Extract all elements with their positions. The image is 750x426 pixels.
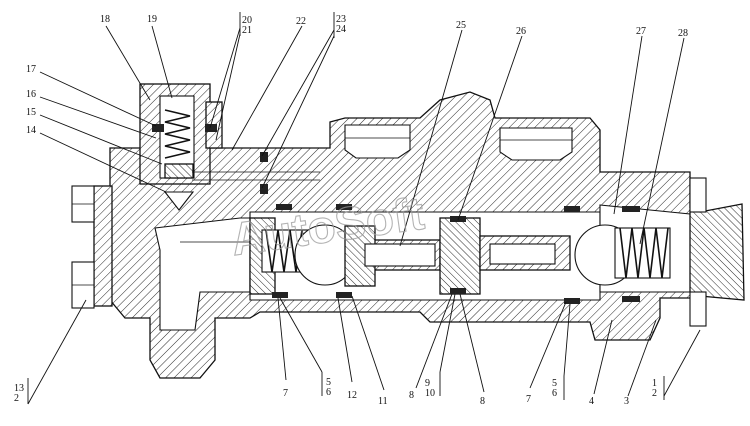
callout-labels: 18 19 20 21 22 23 24 25 26 27 28 17 16 1… xyxy=(14,14,688,407)
callout-label: 9 xyxy=(425,378,430,389)
leader-lines xyxy=(27,12,701,405)
callout-label: 13 xyxy=(14,383,24,394)
callout-label: 20 xyxy=(242,15,252,26)
callout-label: 28 xyxy=(678,28,688,39)
callout-label: 15 xyxy=(26,107,36,118)
callout-label: 7 xyxy=(526,394,531,405)
callout-label: 21 xyxy=(242,25,252,36)
callout-label: 26 xyxy=(516,26,526,37)
left-flange xyxy=(71,185,113,309)
callout-label: 7 xyxy=(283,388,288,399)
callout-label: 23 xyxy=(336,14,346,25)
top-valve-assembly xyxy=(139,83,320,211)
callout-label: 8 xyxy=(480,396,485,407)
callout-label: 12 xyxy=(347,390,357,401)
callout-label: 5 xyxy=(552,378,557,389)
callout-label: 18 xyxy=(100,14,110,25)
callout-label: 2 xyxy=(14,393,19,404)
callout-label: 25 xyxy=(456,20,466,31)
callout-label: 14 xyxy=(26,125,36,136)
left-piston-assembly xyxy=(249,217,441,295)
right-outlet-fitting xyxy=(689,177,745,327)
callout-label: 17 xyxy=(26,64,36,75)
callout-label: 6 xyxy=(326,387,331,398)
callout-label: 11 xyxy=(378,396,388,407)
callout-label: 22 xyxy=(296,16,306,27)
callout-label: 2 xyxy=(652,388,657,399)
callout-label: 10 xyxy=(425,388,435,399)
callout-label: 1 xyxy=(652,378,657,389)
callout-label: 16 xyxy=(26,89,36,100)
callout-label: 3 xyxy=(624,396,629,407)
callout-label: 4 xyxy=(589,396,594,407)
callout-label: 5 xyxy=(326,377,331,388)
callout-label: 27 xyxy=(636,26,646,37)
callout-label: 8 xyxy=(409,390,414,401)
callout-label: 6 xyxy=(552,388,557,399)
callout-label: 19 xyxy=(147,14,157,25)
callout-label: 24 xyxy=(336,24,346,35)
right-piston-assembly xyxy=(439,217,671,295)
